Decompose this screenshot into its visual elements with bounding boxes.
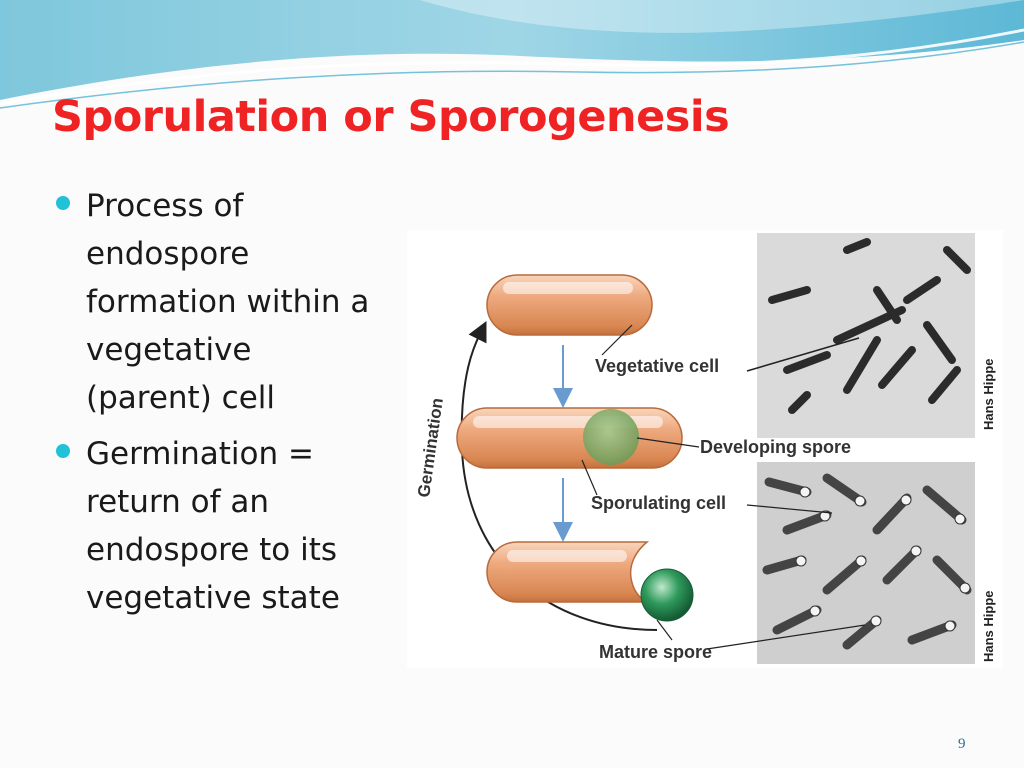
sporulation-figure: Germination Hans Hippe xyxy=(407,230,1003,668)
mature-spore-shape xyxy=(640,568,694,622)
header-wave-decoration xyxy=(0,0,1024,109)
mature-spore-label: Mature spore xyxy=(599,642,712,662)
micrograph-top xyxy=(757,233,975,438)
bullet-list: Process of endospore formation within a … xyxy=(56,182,401,630)
bullet-text: Germination = return of an endospore to … xyxy=(86,436,340,616)
sporulating-cell-label: Sporulating cell xyxy=(591,493,726,513)
bullet-item: Germination = return of an endospore to … xyxy=(56,430,401,622)
micrograph-bottom xyxy=(757,462,975,664)
germination-arrow xyxy=(460,321,658,631)
hans-hippe-credit-bottom: Hans Hippe xyxy=(981,590,996,662)
hans-hippe-credit-top: Hans Hippe xyxy=(981,358,996,430)
bullet-text: Process of endospore formation within a … xyxy=(86,188,370,416)
slide-title: Sporulation or Sporogenesis xyxy=(52,92,730,142)
bullet-icon xyxy=(56,444,70,458)
developing-spore-label: Developing spore xyxy=(700,437,851,457)
page-number: 9 xyxy=(958,736,966,752)
bullet-icon xyxy=(56,196,70,210)
developing-spore-shape xyxy=(583,409,639,465)
bullet-item: Process of endospore formation within a … xyxy=(56,182,401,422)
vegetative-cell-label: Vegetative cell xyxy=(595,356,719,376)
